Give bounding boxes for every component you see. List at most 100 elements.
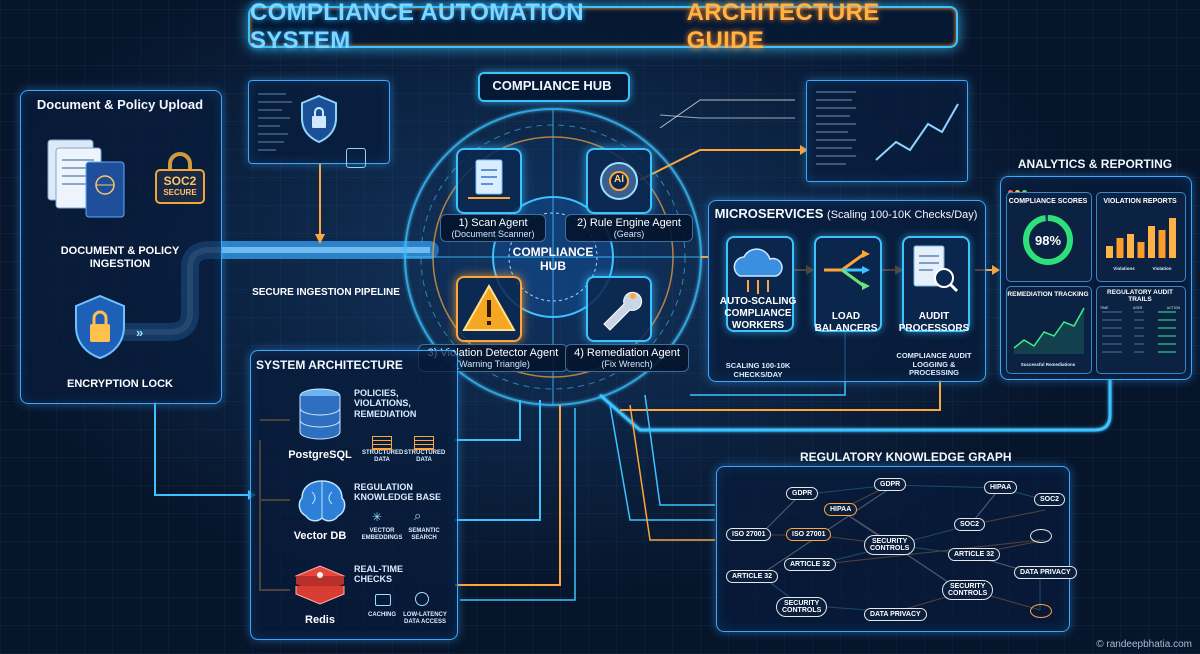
report-doc-chart: [816, 91, 959, 165]
remediation-agent-name: 4) Remediation Agent: [574, 347, 680, 359]
microservices-title: MICROSERVICES (Scaling 100-10K Checks/Da…: [708, 206, 984, 221]
violation-bar: [1116, 238, 1124, 258]
vector-icon: ✳: [372, 510, 383, 524]
violation-detector-agent-box[interactable]: [456, 276, 522, 342]
rule-engine-agent-label: 2) Rule Engine Agent (Gears): [565, 214, 693, 242]
microservices-title-note: (Scaling 100-10K Checks/Day): [827, 209, 978, 221]
vector-db-tag-2: SEMANTIC SEARCH: [408, 528, 440, 541]
postgresql-tag-1: STRUCTURED DATA: [362, 450, 404, 463]
node-gdpr-1[interactable]: GDPR: [786, 487, 819, 500]
encryption-lock-label: ENCRYPTION LOCK: [67, 378, 173, 390]
scan-agent-box[interactable]: [456, 148, 522, 214]
violation-bar: [1106, 246, 1113, 258]
postgresql-desc: POLICIES, VIOLATIONS, REMEDIATION: [354, 388, 417, 419]
pipeline-label: SECURE INGESTION PIPELINE: [252, 287, 400, 298]
analytics-title: ANALYTICS & REPORTING: [1017, 157, 1173, 171]
scan-agent-desc: (Document Scanner): [451, 229, 535, 239]
node-hipaa-1[interactable]: HIPAA: [824, 503, 858, 516]
violation-reports-title: VIOLATION REPORTS: [1103, 198, 1177, 205]
node-hipaa-2[interactable]: HIPAA: [984, 481, 1018, 494]
remediation-agent-label: 4) Remediation Agent (Fix Wrench): [565, 344, 689, 372]
remediation-agent-desc: (Fix Wrench): [601, 359, 653, 369]
node-iso-2[interactable]: ISO 27001: [786, 528, 832, 541]
node-security-controls-1[interactable]: SECURITY CONTROLS: [864, 535, 916, 555]
compliance-scores-title: COMPLIANCE SCORES: [1008, 198, 1088, 205]
autoscaling-workers-note: SCALING 100-10K CHECKS/DAY: [725, 361, 791, 379]
violation-bar: [1137, 242, 1145, 258]
code-lines: [256, 88, 296, 158]
page-title: COMPLIANCE AUTOMATION SYSTEM ARCHITECTUR…: [248, 0, 958, 54]
node-security-controls-3[interactable]: SECURITY CONTROLS: [776, 597, 828, 617]
node-soc2-1[interactable]: SOC2: [1034, 493, 1066, 506]
shield-lock-icon: [70, 292, 130, 362]
redis-tag-2: LOW-LATENCY DATA ACCESS: [403, 612, 447, 625]
soc2-badge-line2: SECURE: [163, 188, 197, 197]
compliance-scores-card: [1006, 192, 1092, 282]
node-data-privacy-1[interactable]: DATA PRIVACY: [1014, 566, 1077, 579]
node-soc2-2[interactable]: SOC2: [954, 518, 986, 531]
node-blank-1: [1030, 529, 1052, 543]
redis-icon: [294, 565, 346, 605]
caching-icon: [375, 594, 391, 606]
hub-center-label: COMPLIANCE HUB: [512, 245, 594, 274]
ingestion-label: DOCUMENT & POLICY INGESTION: [60, 245, 180, 271]
chip-icon: [346, 148, 366, 168]
brain-icon: [298, 480, 346, 522]
soc2-badge-line1: SOC2: [163, 174, 197, 188]
violation-agent-desc: (Warning Triangle): [456, 359, 530, 369]
chevrons-icon: »: [136, 325, 144, 340]
postgresql-tag-2: STRUCTURED DATA: [404, 450, 446, 463]
node-article32-2[interactable]: ARTICLE 32: [948, 548, 1001, 561]
system-architecture-title: SYSTEM ARCHITECTURE: [256, 358, 403, 372]
node-blank-2: [1030, 604, 1052, 618]
audit-doc-icon: [913, 245, 959, 293]
node-iso-1[interactable]: ISO 27001: [726, 528, 772, 541]
node-article32-1[interactable]: ARTICLE 32: [784, 558, 837, 571]
title-part2: ARCHITECTURE GUIDE: [686, 0, 880, 54]
redis-desc: REAL-TIME CHECKS: [354, 564, 403, 585]
audit-processors-note: COMPLIANCE AUDIT LOGGING & PROCESSING: [896, 351, 972, 378]
node-gdpr-2[interactable]: GDPR: [874, 478, 907, 491]
cloud-icon: [733, 248, 783, 294]
audit-header-action: ACTION: [1166, 306, 1180, 310]
system-architecture-panel: [250, 350, 458, 640]
vector-db-desc: REGULATION KNOWLEDGE BASE: [354, 482, 442, 503]
violations-legend-2: Violation: [1152, 266, 1172, 271]
ai-chip-label: AI: [614, 174, 624, 185]
node-data-privacy-2[interactable]: DATA PRIVACY: [864, 608, 927, 621]
table-icon-2: [414, 436, 434, 450]
score-value: 98%: [1034, 233, 1062, 248]
node-article32-3[interactable]: ARTICLE 32: [726, 570, 779, 583]
documents-icon: [38, 130, 133, 230]
violation-bar: [1158, 230, 1166, 258]
violation-bar: [1127, 234, 1134, 258]
audit-header-time: TIME: [1100, 306, 1109, 310]
scan-agent-label: 1) Scan Agent (Document Scanner): [440, 214, 546, 242]
violation-agent-name: 3) Violation Detector Agent: [427, 347, 559, 359]
autoscaling-workers-label: AUTO-SCALING COMPLIANCE WORKERS: [719, 296, 797, 331]
audit-header-user: USER: [1132, 306, 1143, 310]
violation-bar-chart: [1106, 218, 1176, 258]
remediation-tracking-title: REMEDIATION TRACKING: [1007, 291, 1089, 298]
upload-title: Document & Policy Upload: [36, 97, 204, 112]
database-icon: [299, 388, 341, 440]
violation-bar: [1148, 226, 1155, 258]
audit-trails-title: REGULATORY AUDIT TRAILS: [1107, 289, 1173, 303]
rule-engine-agent-box[interactable]: AI: [586, 148, 652, 214]
node-security-controls-2[interactable]: SECURITY CONTROLS: [942, 580, 994, 600]
load-balancers-label: LOAD BALANCERS: [814, 311, 878, 334]
rule-engine-agent-name: 2) Rule Engine Agent: [577, 217, 681, 229]
vector-db-tag-1: VECTOR EMBEDDINGS: [361, 528, 403, 541]
audit-table: TIME USER ACTION: [1100, 306, 1180, 353]
audit-trails-card: [1096, 286, 1186, 374]
remediation-agent-box[interactable]: [586, 276, 652, 342]
magnifier-icon: ⌕: [414, 508, 422, 523]
audit-table-rows: [1102, 311, 1176, 353]
violation-bar: [1169, 218, 1176, 258]
load-balancer-icon: [824, 250, 870, 290]
remediation-tracking-card: [1006, 286, 1092, 374]
table-icon-1: [372, 436, 392, 450]
load-balancers-box[interactable]: [814, 236, 882, 332]
hub-title: COMPLIANCE HUB: [492, 78, 612, 93]
shield-icon: [298, 94, 340, 144]
